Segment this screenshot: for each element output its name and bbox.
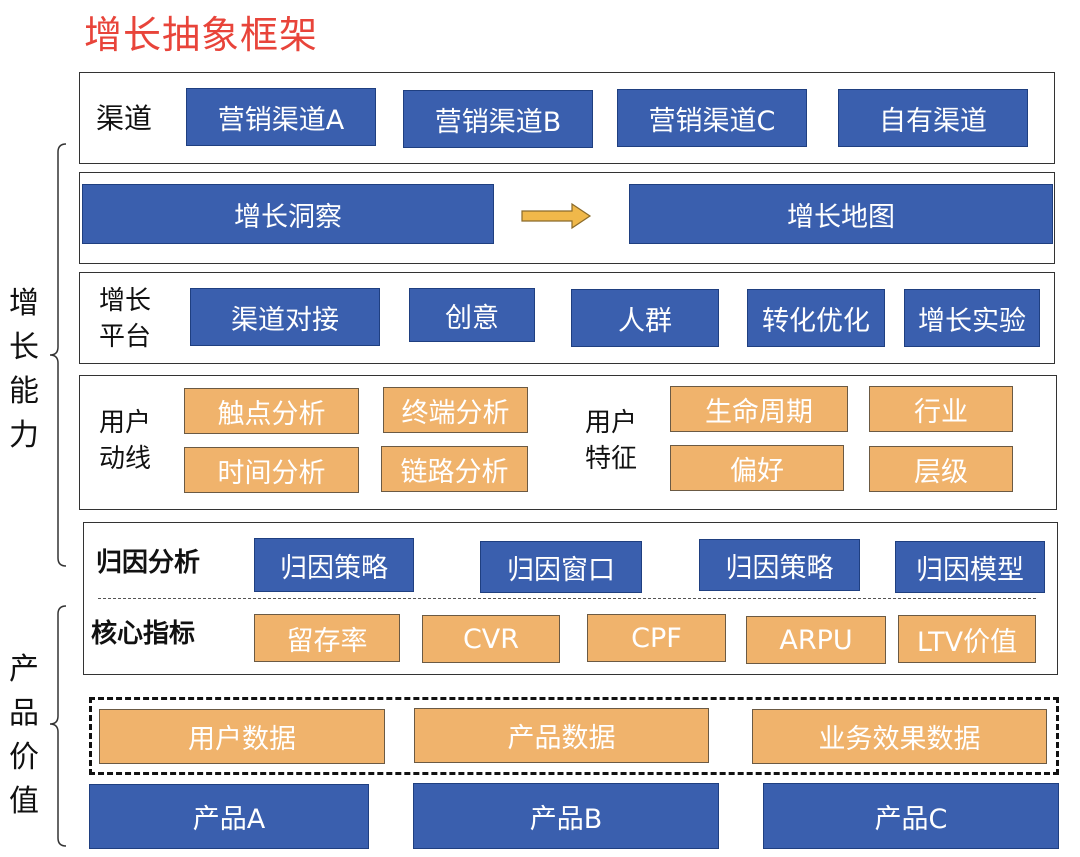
user-feature-label-line2: 特征 <box>585 444 638 474</box>
user-feature-box: 偏好 <box>670 445 844 491</box>
platform-box: 渠道对接 <box>190 288 380 346</box>
user-feature-box: 行业 <box>869 386 1013 432</box>
dashed-divider <box>98 598 1036 599</box>
user-path-label-line1: 用户 <box>99 408 152 438</box>
platform-label-line2: 平台 <box>99 322 152 352</box>
platform-box: 创意 <box>409 288 535 342</box>
user-feature-box: 生命周期 <box>670 386 848 432</box>
user-path-label-line2: 动线 <box>99 444 152 474</box>
user-path-box: 链路分析 <box>381 446 528 492</box>
metric-box: CPF <box>587 614 726 662</box>
channel-box: 营销渠道C <box>617 89 807 147</box>
channel-box: 营销渠道B <box>403 90 593 148</box>
growth-insight-box: 增长洞察 <box>82 184 494 244</box>
user-feature-box: 层级 <box>869 446 1013 492</box>
user-path-box: 终端分析 <box>383 387 528 433</box>
arrow-right-icon <box>521 202 592 230</box>
product-box: 产品A <box>89 784 369 849</box>
growth-capability-label: 增长能力 <box>9 286 39 453</box>
data-box: 用户数据 <box>99 709 385 764</box>
user-feature-label-line1: 用户 <box>585 408 638 438</box>
growth-map-box: 增长地图 <box>629 184 1053 244</box>
attribution-label: 归因分析 <box>96 548 201 578</box>
attribution-box: 归因策略 <box>254 538 414 592</box>
metric-box: 留存率 <box>254 614 400 662</box>
platform-box: 人群 <box>571 289 719 347</box>
platform-box: 转化优化 <box>747 289 885 347</box>
data-row <box>89 697 1059 775</box>
attribution-box: 归因策略 <box>699 539 860 591</box>
channel-box: 自有渠道 <box>838 89 1028 147</box>
growth-capability-brace <box>49 143 67 567</box>
platform-label-line1: 增长 <box>99 286 152 316</box>
channel-label: 渠道 <box>96 102 153 135</box>
user-path-box: 时间分析 <box>184 447 359 493</box>
product-value-label: 产品价值 <box>9 652 39 819</box>
platform-box: 增长实验 <box>904 289 1040 347</box>
metric-box: ARPU <box>746 616 886 664</box>
attribution-box: 归因模型 <box>895 541 1045 593</box>
core-metrics-label: 核心指标 <box>91 619 196 649</box>
product-box: 产品B <box>413 783 719 849</box>
metric-box: CVR <box>422 615 560 663</box>
user-path-box: 触点分析 <box>184 388 359 434</box>
page-title: 增长抽象框架 <box>84 13 319 57</box>
data-box: 业务效果数据 <box>752 709 1047 764</box>
product-value-brace <box>49 605 67 847</box>
data-box: 产品数据 <box>414 708 709 763</box>
channel-box: 营销渠道A <box>186 88 376 146</box>
product-box: 产品C <box>763 783 1059 849</box>
metric-box: LTV价值 <box>898 615 1036 663</box>
attribution-box: 归因窗口 <box>480 541 642 593</box>
